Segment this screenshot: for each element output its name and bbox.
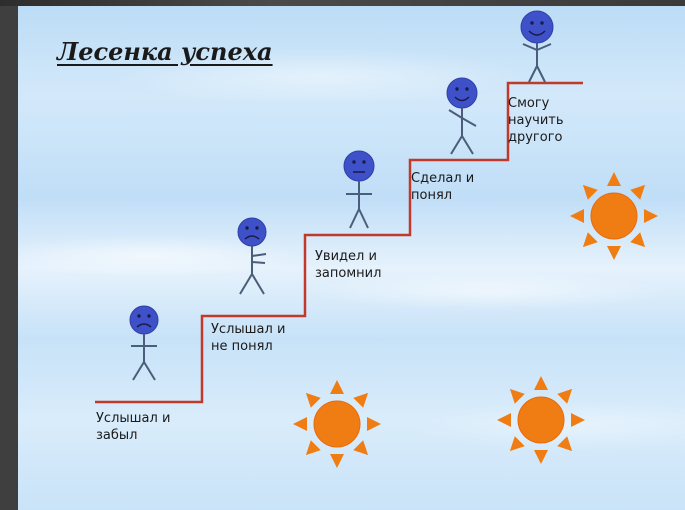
stick-figure-5-icon	[520, 10, 554, 83]
stick-figure-3-icon	[343, 150, 375, 229]
sun-icon	[293, 380, 381, 468]
stick-figure-1-icon	[129, 305, 159, 381]
staircase-line	[95, 81, 583, 404]
slide-title: Лесенка успеха	[57, 37, 273, 66]
step-1-label: Услышал и забыл	[96, 411, 171, 443]
slide: Лесенка успеха Услышал и забыл Услышал и…	[18, 6, 685, 510]
step-2-label: Услышал и не понял	[211, 322, 286, 354]
sun-icon	[497, 376, 585, 464]
stick-figure-2-icon	[237, 217, 267, 295]
step-4-label: Сделал и понял	[411, 171, 475, 203]
diagram-canvas	[95, 10, 658, 468]
stick-figure-4-icon	[446, 77, 478, 155]
step-3-label: Увидел и запомнил	[315, 249, 382, 281]
step-5-label: Смогу научить другого	[508, 96, 564, 145]
sun-icon	[570, 172, 658, 260]
window-top-border	[0, 0, 685, 6]
